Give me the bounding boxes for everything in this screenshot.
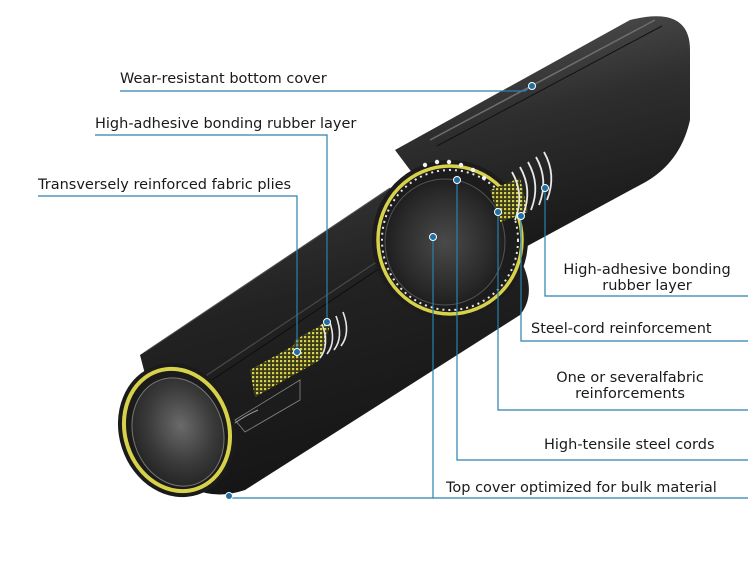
label-transversely-reinforced-fabric: Transversely reinforced fabric plies bbox=[38, 177, 292, 193]
label-line-2: reinforcements bbox=[575, 386, 685, 402]
marker-steel-cords bbox=[453, 176, 461, 184]
leader-lines bbox=[38, 85, 748, 499]
label-wear-resistant-bottom-cover: Wear-resistant bottom cover bbox=[120, 71, 327, 87]
label-high-adhesive-bonding-right: High-adhesive bonding rubber layer bbox=[552, 262, 742, 294]
marker-fabric-reinforcement bbox=[494, 208, 502, 216]
label-line-2: rubber layer bbox=[602, 278, 692, 294]
label-high-tensile-steel-cords: High-tensile steel cords bbox=[544, 437, 715, 453]
label-line-1: High-adhesive bonding bbox=[563, 262, 731, 278]
marker-steel-cord bbox=[517, 212, 525, 220]
marker-bottom-cover bbox=[528, 82, 536, 90]
label-top-cover: Top cover optimized for bulk material bbox=[446, 480, 717, 496]
marker-top-cover bbox=[429, 233, 437, 241]
marker-top-cover-front bbox=[225, 492, 233, 500]
leader-markers bbox=[225, 82, 549, 500]
label-line-1: One or severalfabric bbox=[556, 370, 704, 386]
marker-bonding-right bbox=[541, 184, 549, 192]
marker-fabric-plies bbox=[293, 348, 301, 356]
label-fabric-reinforcements: One or severalfabric reinforcements bbox=[530, 370, 730, 402]
marker-bonding-left bbox=[323, 318, 331, 326]
label-steel-cord-reinforcement: Steel-cord reinforcement bbox=[531, 321, 712, 337]
label-high-adhesive-bonding-left: High-adhesive bonding rubber layer bbox=[95, 116, 357, 132]
front-opening bbox=[117, 362, 237, 498]
